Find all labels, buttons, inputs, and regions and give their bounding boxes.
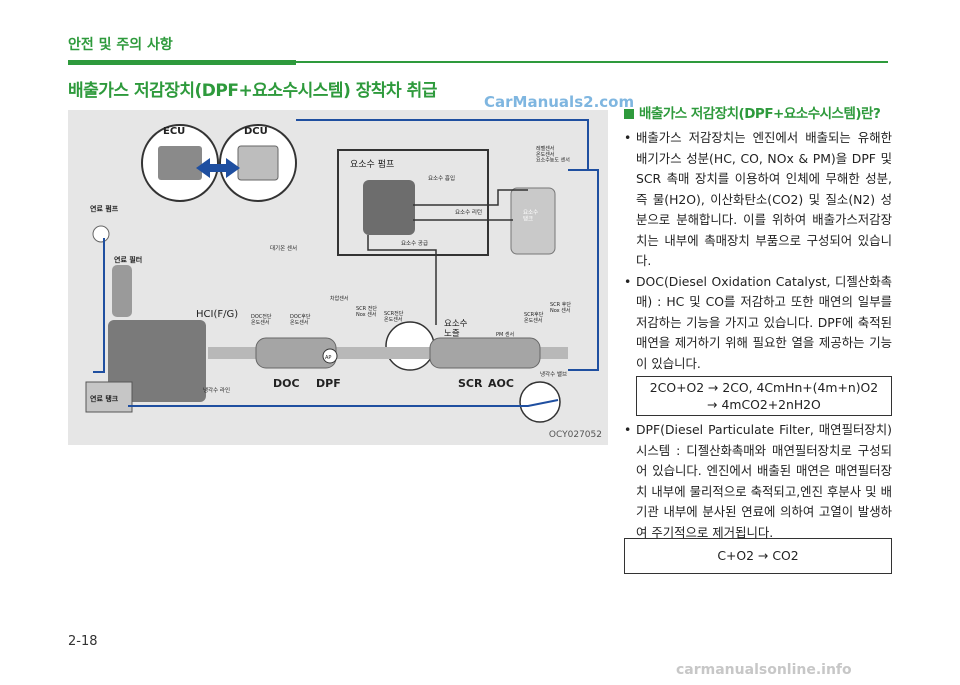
- scr-label: SCR: [458, 377, 483, 390]
- fuel-pump-part: [92, 225, 110, 243]
- coolant-line-path: [128, 399, 559, 407]
- footer-watermark: carmanualsonline.info: [676, 662, 852, 678]
- bullet-dot-icon: •: [624, 422, 632, 437]
- urea-pump-box: [337, 149, 489, 256]
- exhaust-system-diagram: ECU DCU 연료 펌프 연료 필터 연료 탱크 요소수 펌프 요소수 흡입 …: [68, 110, 608, 445]
- urea-pump-unit: [363, 180, 415, 235]
- dcu-signal-line: [296, 119, 589, 170]
- coolant-valve-label: 냉각수 밸브: [540, 370, 567, 378]
- urea-supply-line: [367, 235, 437, 325]
- diff-pressure-label: 차압센서: [330, 295, 348, 302]
- hci-label: HCI(F/G): [196, 309, 238, 320]
- valve-circle: [519, 381, 561, 423]
- section-label: 안전 및 주의 사항: [68, 37, 173, 53]
- page-title: 배출가스 저감장치(DPF+요소수시스템) 장착차 취급: [68, 81, 437, 101]
- bullet-dpf: • DPF(Diesel Particulate Filter, 매연필터장치) …: [624, 420, 892, 543]
- watermark-top: CarManuals2.com: [484, 93, 635, 111]
- urea-return-label: 요소수 리턴: [455, 208, 482, 216]
- bullet-text: 배출가스 저감장치는 엔진에서 배출되는 유해한 배기가스 성분(HC, CO,…: [636, 130, 892, 268]
- bullet-dot-icon: •: [624, 273, 632, 289]
- coolant-line-label: 냉각수 라인: [203, 386, 230, 394]
- dpf-label: DPF: [316, 377, 341, 390]
- bullet-dot-icon: •: [624, 130, 632, 145]
- formula-line-2: → 4mCO2+2nH2O: [707, 397, 821, 412]
- page-number: 2-18: [68, 634, 98, 649]
- section-heading-text: 배출가스 저감장치(DPF+요소수시스템)란?: [639, 106, 881, 122]
- dcu-unit: [237, 145, 279, 181]
- header-accent-bar: [68, 60, 296, 65]
- ap-sensor: [322, 348, 338, 364]
- nozzle-circle: [385, 321, 435, 371]
- dcu-bus-line: [568, 169, 599, 371]
- formula-line-1: 2CO+O2 → 2CO, 4CmHn+(4m+n)O2: [649, 380, 879, 395]
- ap-label: AP: [325, 355, 331, 361]
- ecu-unit: [158, 146, 202, 180]
- diagram-svg: ECU DCU 연료 펌프 연료 필터 연료 탱크 요소수 펌프 요소수 흡입 …: [85, 119, 599, 423]
- fuel-tank-label: 연료 탱크: [90, 394, 119, 403]
- section-heading: 배출가스 저감장치(DPF+요소수시스템)란?: [624, 102, 881, 122]
- bullet-text: DPF(Diesel Particulate Filter, 매연필터장치) 시…: [636, 422, 892, 540]
- fuel-pump-label: 연료 펌프: [90, 204, 119, 213]
- header-rule: [296, 61, 888, 63]
- ecu-label: ECU: [163, 126, 185, 137]
- urea-pump-label: 요소수 펌프: [350, 158, 394, 170]
- bullet-overview: • 배출가스 저감장치는 엔진에서 배출되는 유해한 배기가스 성분(HC, CO…: [624, 128, 892, 272]
- dcu-label: DCU: [244, 126, 268, 137]
- fuel-filter-part: [112, 265, 132, 317]
- figure-code: OCY027052: [548, 430, 602, 440]
- fuel-line: [93, 238, 105, 373]
- fuel-tank-shape: [85, 381, 133, 413]
- aoc-label: AOC: [488, 377, 514, 390]
- pm-sensor-label: PM 센서: [496, 331, 514, 338]
- heading-square-icon: [624, 109, 634, 119]
- formula-box-dpf: C+O2 → CO2: [624, 538, 892, 574]
- urea-supply-label: 요소수 공급: [401, 240, 428, 247]
- doc-label: DOC: [273, 377, 300, 390]
- formula-box-doc: 2CO+O2 → 2CO, 4CmHn+(4m+n)O2 → 4mCO2+2nH…: [636, 376, 892, 416]
- fuel-filter-label: 연료 필터: [114, 255, 142, 264]
- urea-suction-label: 요소수 흡입: [428, 174, 455, 182]
- scr-aoc-can: [429, 337, 541, 369]
- text-column: •배출가스 저감장치는 엔진에서 배출되는 유해한 배기가스 성분(HC, CO…: [624, 128, 892, 543]
- air-sensor-label: 대기온 센서: [270, 244, 297, 252]
- urea-tank-shape: [510, 187, 556, 255]
- ecu-dcu-arrow: [196, 158, 240, 178]
- bullet-doc: •DOC(Diesel Oxidation Catalyst, 디젤산화촉매) …: [624, 272, 892, 375]
- bullet-text: DOC(Diesel Oxidation Catalyst, 디젤산화촉매) :…: [636, 273, 892, 371]
- urea-suction-line: [413, 189, 528, 206]
